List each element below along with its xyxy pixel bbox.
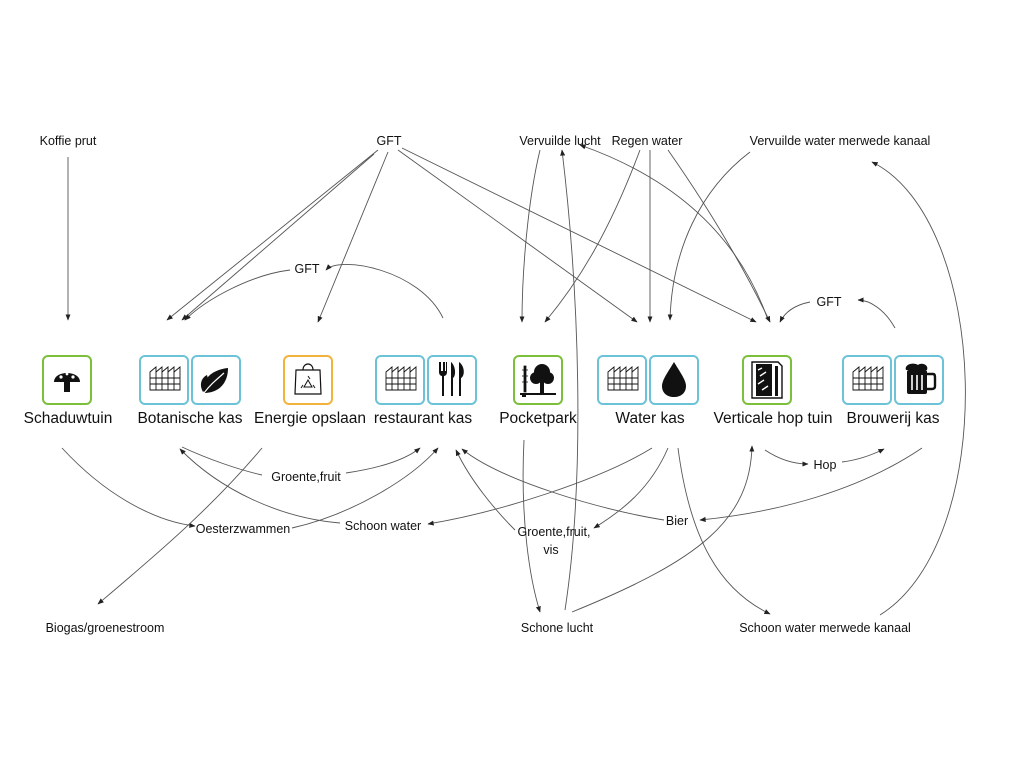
- label-gft-right: GFT: [817, 295, 842, 309]
- arrow-brouwerij-to-bier: [699, 447, 923, 522]
- arrow-waterkas-to-gfv: [593, 447, 669, 529]
- label-vervuilde-lucht: Vervuilde lucht: [519, 134, 601, 148]
- recycle-bag-icon: [294, 363, 322, 395]
- node-schaduwtuin: Schaduwtuin: [24, 355, 113, 427]
- node-name-brouwerij-kas: Brouwerij kas: [846, 410, 939, 427]
- label-gft-mid: GFT: [295, 262, 320, 276]
- arrow-botanische-to-groente: [181, 446, 263, 476]
- node-box: [842, 355, 892, 405]
- node-brouwerij-kas: Brouwerij kas: [842, 355, 944, 427]
- label-groente-fruit: Groente,fruit: [271, 470, 341, 484]
- label-groente-fruit-vis: Groente,fruit,: [518, 525, 591, 539]
- arrow-pocketpark-to-schone-lucht: [522, 439, 541, 613]
- arrow-gft-mid-2: [184, 269, 291, 321]
- node-box: [375, 355, 425, 405]
- arrow-schaduwtuin-to-oesterzwammen: [61, 447, 196, 528]
- tree-icon: [520, 364, 556, 397]
- arrow-hoptuin-to-vervuilde-lucht: [579, 144, 769, 321]
- arrow-gft-to-energie: [317, 151, 389, 323]
- flow-labels: Koffie prut GFT Vervuilde lucht Regen wa…: [40, 134, 931, 635]
- vertical-garden-icon: [751, 361, 783, 399]
- node-name-verticale-hop-tuin: Verticale hop tuin: [714, 410, 833, 427]
- label-gft-top: GFT: [377, 134, 402, 148]
- arrow-groente-to-restaurant: [345, 447, 421, 474]
- label-groente-fruit-vis-2: vis: [543, 543, 558, 557]
- node-name-schaduwtuin: Schaduwtuin: [24, 410, 113, 427]
- label-biogas: Biogas/groenestroom: [46, 621, 165, 635]
- arrow-gft-mid: [325, 263, 444, 319]
- label-schoon-water: Schoon water: [345, 519, 421, 533]
- label-schone-lucht: Schone lucht: [521, 621, 594, 635]
- node-box: [139, 355, 189, 405]
- label-hop: Hop: [814, 458, 837, 472]
- leaves-icon: [200, 368, 228, 394]
- arrow-schone-lucht-up: [560, 149, 579, 611]
- greenhouse-icon: [607, 366, 639, 391]
- label-vervuilde-water-kanaal: Vervuilde water merwede kanaal: [750, 134, 931, 148]
- arrow-hoptuin-to-schone-lucht: [571, 445, 755, 613]
- label-schoon-water-kanaal: Schoon water merwede kanaal: [739, 621, 911, 635]
- label-koffie-prut: Koffie prut: [40, 134, 97, 148]
- greenhouse-icon: [385, 366, 417, 391]
- arrow-hoptuin-to-hop: [764, 449, 809, 467]
- arrow-regen-to-hoptuin: [667, 149, 771, 323]
- node-name-water-kas: Water kas: [615, 410, 684, 427]
- arrow-gft-to-waterkas: [397, 149, 638, 323]
- node-botanische-kas: Botanische kas: [137, 355, 243, 427]
- flow-arrows: [61, 144, 966, 616]
- mushroom-icon: [54, 372, 80, 392]
- node-name-botanische-kas: Botanische kas: [137, 410, 242, 427]
- arrow-gfv-to-restaurant: [455, 449, 516, 531]
- arrow-gft-to-botanische: [166, 149, 379, 321]
- node-energie-opslaan: Energie opslaan: [254, 355, 366, 427]
- greenhouse-icon: [149, 366, 181, 391]
- beer-mug-icon: [905, 363, 937, 394]
- label-bier: Bier: [666, 514, 688, 528]
- label-regen-water: Regen water: [612, 134, 683, 148]
- node-restaurant-kas: restaurant kas: [374, 355, 477, 427]
- arrow-gft-to-botanische-2: [181, 153, 375, 321]
- arrow-schoon-water-to-botanische: [179, 448, 341, 524]
- arrow-waterkas-to-schoon-water: [427, 447, 653, 526]
- node-name-energie-opslaan: Energie opslaan: [254, 410, 366, 427]
- node-name-restaurant-kas: restaurant kas: [374, 410, 472, 427]
- arrow-vervuild-water-to-waterkas: [667, 151, 751, 321]
- arrow-energie-to-biogas: [97, 447, 263, 605]
- arrow-hop-to-brouwerij: [841, 448, 885, 463]
- label-oesterzwammen: Oesterzwammen: [196, 522, 291, 536]
- node-box: [597, 355, 647, 405]
- arrow-waterkas-loop-kanaal: [871, 161, 966, 616]
- water-drop-icon: [662, 362, 686, 397]
- arrow-oesterzwammen-to-restaurant: [291, 447, 439, 529]
- cutlery-icon: [439, 362, 464, 396]
- greenhouse-icon: [852, 366, 884, 391]
- arrow-waterkas-to-kanaal: [677, 447, 771, 615]
- arrow-lucht-to-pocketpark: [519, 149, 541, 323]
- arrow-regen-to-pocketpark: [544, 149, 641, 323]
- node-pocketpark: Pocketpark: [499, 355, 577, 427]
- node-verticale-hop-tuin: Verticale hop tuin: [714, 355, 833, 427]
- arrow-gft-right-2: [779, 301, 811, 323]
- arrow-bier-to-restaurant: [461, 448, 665, 521]
- arrow-gft-to-hoptuin: [401, 147, 757, 323]
- node-name-pocketpark: Pocketpark: [499, 410, 577, 427]
- arrow-gft-right: [857, 297, 896, 329]
- node-water-kas: Water kas: [597, 355, 699, 427]
